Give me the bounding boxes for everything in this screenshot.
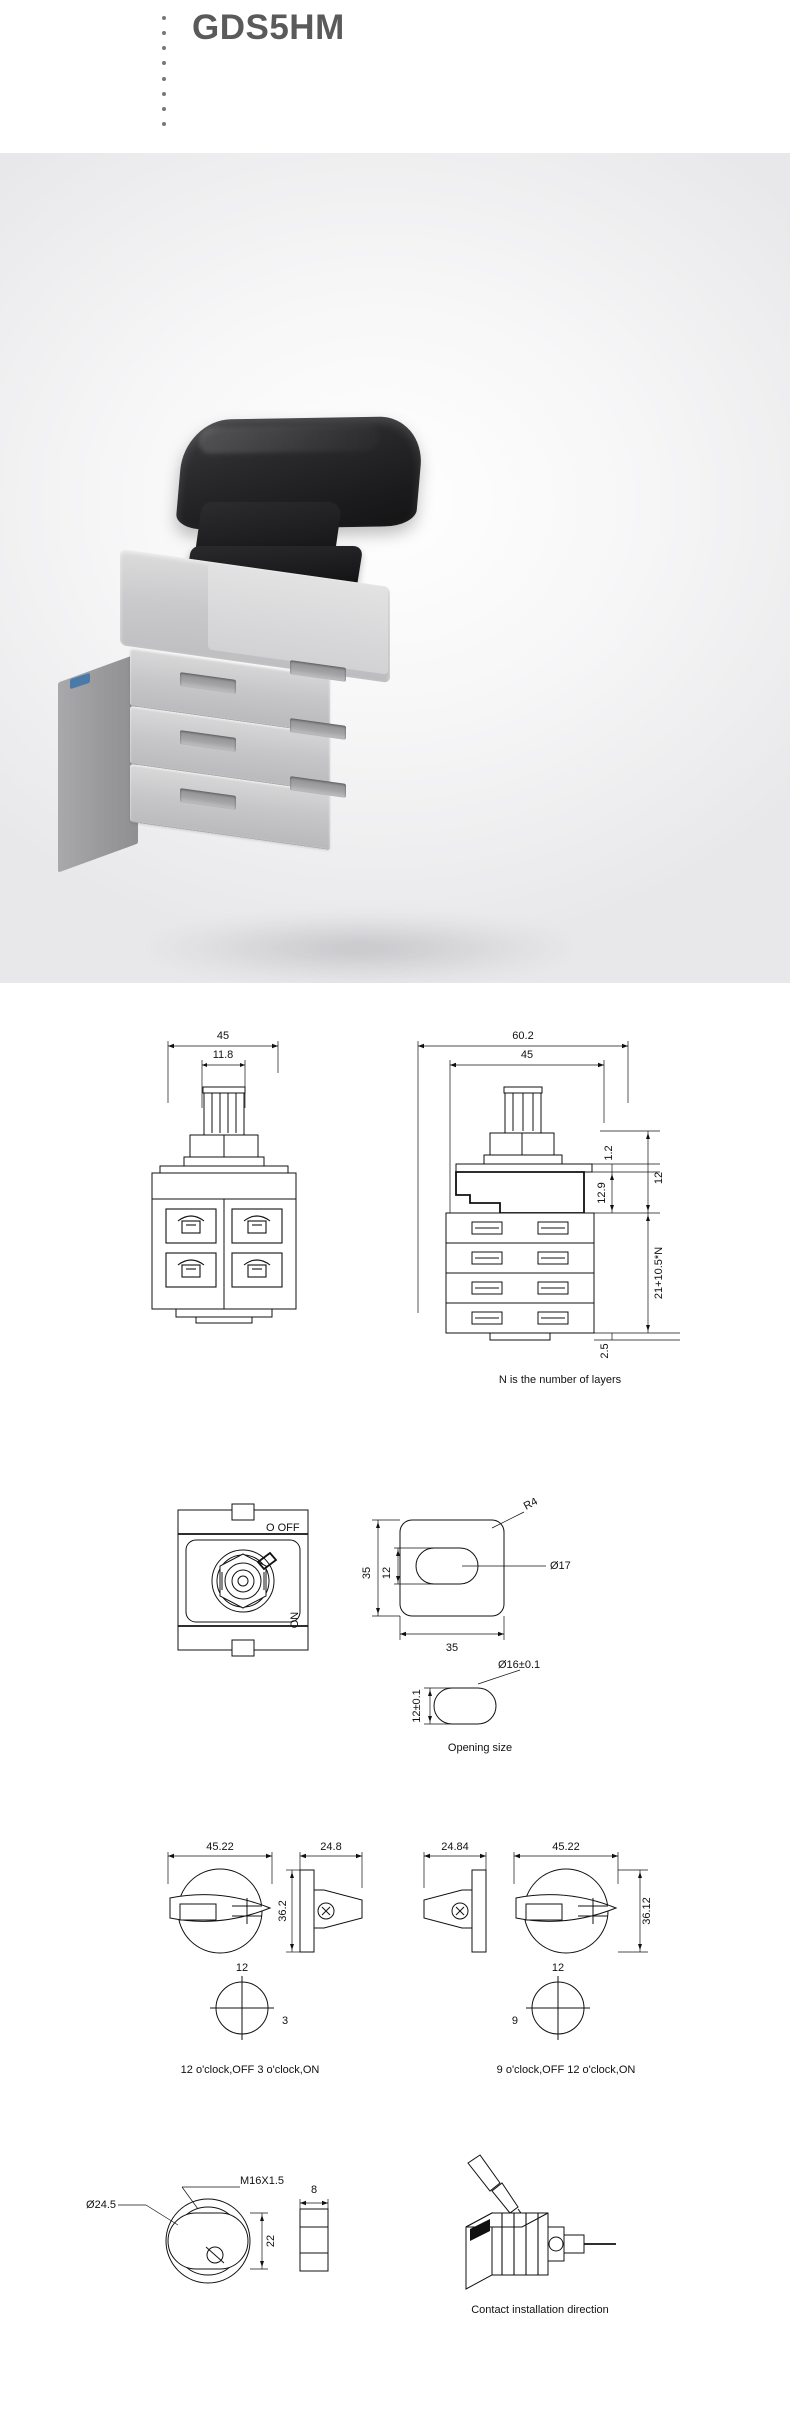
handle-left-side-view bbox=[286, 1852, 363, 1953]
page-title: GDS5HM bbox=[192, 8, 345, 47]
clock-right-top-label: 12 bbox=[552, 1962, 564, 1974]
handle-right-side-view bbox=[423, 1852, 487, 1953]
front-elevation-view bbox=[151, 1041, 297, 1324]
side-depth-label: 60.2 bbox=[512, 1030, 533, 1042]
cutout-bore-label: Ø17 bbox=[550, 1560, 571, 1572]
panel-off-label: O OFF bbox=[266, 1522, 300, 1534]
handle-right-height-label: 36.12 bbox=[641, 1897, 653, 1925]
handle-left-width-label: 45.22 bbox=[206, 1841, 234, 1853]
handle-right-clock bbox=[526, 1976, 590, 2040]
handle-right-side-width-label: 24.84 bbox=[441, 1841, 469, 1853]
side-width-label: 45 bbox=[521, 1049, 533, 1061]
handle-orientation-drawings: 45.22 24.8 36.2 bbox=[167, 1841, 653, 2076]
side-d1-label: 1.2 bbox=[603, 1145, 615, 1160]
product-photo bbox=[0, 153, 790, 983]
handle-right-front-view bbox=[513, 1852, 648, 1954]
handle-left-clock bbox=[210, 1976, 274, 2040]
side-base-label: 2.5 bbox=[599, 1343, 611, 1358]
opening-size-view bbox=[424, 1669, 521, 1725]
thread-outer-dia-label: Ø24.5 bbox=[86, 2199, 116, 2211]
panel-on-label: ON bbox=[289, 1612, 301, 1629]
product-shadow bbox=[150, 913, 570, 983]
side-d2-label: 12 bbox=[653, 1172, 665, 1184]
handle-left-height-label: 36.2 bbox=[277, 1900, 289, 1921]
front-shaft-label: 11.8 bbox=[213, 1049, 234, 1061]
dotted-decoration bbox=[161, 16, 167, 126]
elevation-drawings: 45 11.8 bbox=[151, 1030, 680, 1386]
opening-caption: Opening size bbox=[448, 1742, 512, 1754]
side-stack-height-label: 21+10.5*N bbox=[653, 1247, 665, 1299]
layers-note: N is the number of layers bbox=[499, 1374, 622, 1386]
thread-height-label: 22 bbox=[265, 2235, 277, 2247]
mounting-thread-view bbox=[118, 2186, 329, 2284]
handle-left-front-view bbox=[167, 1852, 273, 1954]
contact-installation-view bbox=[465, 2154, 616, 2290]
panel-front-view bbox=[177, 1503, 309, 1657]
handle-left-side-width-label: 24.8 bbox=[320, 1841, 341, 1853]
clock-left-top-label: 12 bbox=[236, 1962, 248, 1974]
handle-right-caption: 9 o'clock,OFF 12 o'clock,ON bbox=[497, 2064, 636, 2076]
thread-spec-label: M16X1.5 bbox=[240, 2175, 284, 2187]
opening-height-label: 12±0.1 bbox=[411, 1689, 423, 1723]
handle-left-caption: 12 o'clock,OFF 3 o'clock,ON bbox=[181, 2064, 320, 2076]
cutout-radius-label: R4 bbox=[522, 1498, 540, 1513]
thread-and-contact-drawings: M16X1.5 Ø24.5 22 8 bbox=[86, 2154, 616, 2316]
side-d3-label: 12.9 bbox=[596, 1182, 608, 1203]
technical-drawings: 45 11.8 bbox=[0, 983, 790, 2409]
clock-right-left-label: 9 bbox=[512, 2015, 518, 2027]
cutout-width-label: 35 bbox=[446, 1642, 458, 1654]
thread-depth-label: 8 bbox=[311, 2184, 317, 2196]
cutout-inner-label: 12 bbox=[381, 1567, 393, 1579]
front-width-label: 45 bbox=[217, 1030, 229, 1042]
handle-right-width-label: 45.22 bbox=[552, 1841, 580, 1853]
panel-and-cutout-drawings: O OFF ON bbox=[177, 1498, 571, 1754]
contact-caption: Contact installation direction bbox=[471, 2304, 609, 2316]
opening-diameter-label: Ø16±0.1 bbox=[498, 1659, 540, 1671]
switch-assembly bbox=[58, 415, 530, 938]
panel-cutout-view bbox=[372, 1511, 546, 1640]
side-elevation-view bbox=[417, 1041, 680, 1341]
page-header: GDS5HM bbox=[0, 0, 790, 153]
clock-left-right-label: 3 bbox=[282, 2015, 288, 2027]
cutout-height-label: 35 bbox=[361, 1567, 373, 1579]
handle-highlight bbox=[197, 424, 381, 454]
